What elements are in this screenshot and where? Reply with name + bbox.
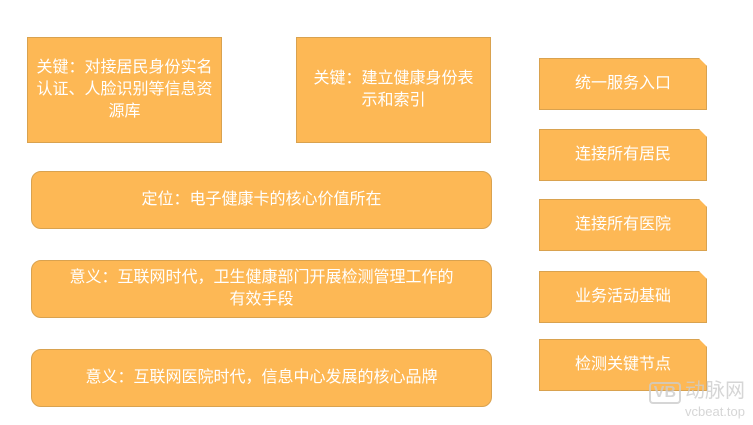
key-box-health-index: 关键：建立健康身份表示和索引	[296, 37, 491, 143]
key-box-identity-auth: 关键：对接居民身份实名认证、人脸识别等信息资源库	[27, 37, 222, 143]
watermark-logo: VB	[648, 382, 681, 404]
pill-significance-2: 意义：互联网医院时代，信息中心发展的核心品牌	[31, 349, 492, 407]
tag-business-foundation: 业务活动基础	[539, 271, 707, 323]
tag-monitoring-node: 检测关键节点	[539, 339, 707, 391]
watermark-name: 动脉网	[685, 380, 745, 402]
tag-connect-hospitals: 连接所有医院	[539, 199, 707, 251]
pill-significance-1: 意义：互联网时代，卫生健康部门开展检测管理工作的有效手段	[31, 260, 492, 318]
tag-unified-entry: 统一服务入口	[539, 58, 707, 110]
watermark-url: vcbeat.top	[685, 404, 745, 419]
pill-positioning: 定位：电子健康卡的核心价值所在	[31, 171, 492, 229]
tag-connect-residents: 连接所有居民	[539, 129, 707, 181]
